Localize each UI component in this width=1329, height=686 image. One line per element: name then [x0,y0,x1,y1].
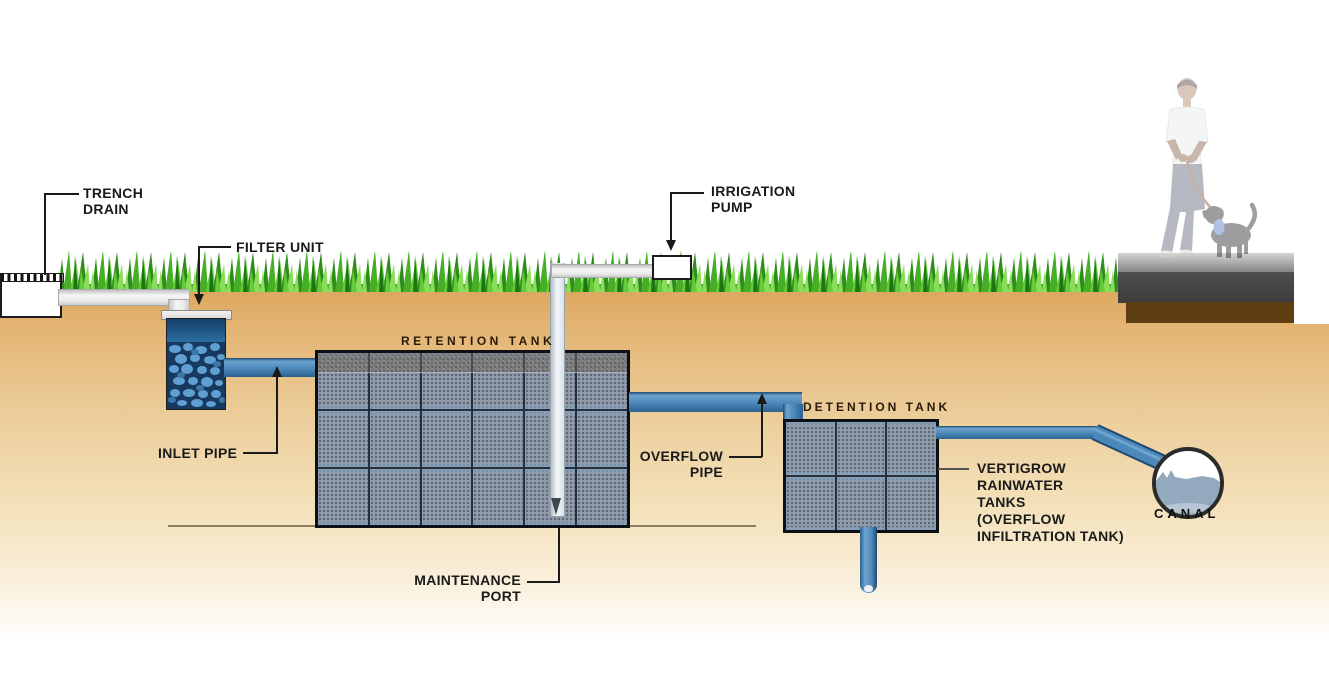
label-line: IRRIGATION [711,183,796,199]
label-line: RAINWATER [977,477,1064,493]
tank-cell [577,353,627,409]
tank-cell [369,469,420,525]
label-line: PORT [480,588,521,604]
infiltration-pipe-opening [864,585,873,592]
label-retention-tank: RETENTION TANK [401,334,556,348]
leader-maintenance-port-v [558,528,560,582]
overflow-pipe-elbow [783,404,803,422]
tank-cell [473,353,524,409]
label-line: (OVERFLOW [977,511,1066,527]
retention-tank-grid [318,353,627,525]
label-detention-tank: DETENTION TANK [803,400,951,414]
tank-cell [369,411,420,467]
man-walking-dog-photo [1158,78,1258,258]
label-line: DRAIN [83,201,129,217]
label-line: INFILTRATION TANK) [977,528,1124,544]
tank-cell [318,411,368,467]
tank-cell [786,477,835,530]
leader-trench-drain-v [44,193,46,275]
leader-trench-drain [45,193,79,195]
label-maintenance-port: MAINTENANCE PORT [399,572,521,604]
filter-unit-water [167,319,225,342]
tank-cell [369,353,420,409]
tank-cell [836,422,886,475]
maintenance-port-pipe [550,263,565,516]
arrow-filter-unit [194,294,204,305]
arrow-irrigation-pump [666,240,676,251]
irrigation-pump-illustration [652,255,692,280]
label-line: MAINTENANCE [414,572,521,588]
background-mask [1294,248,1329,324]
pavement-surface [1118,253,1295,273]
leader-vertigrow [938,468,969,470]
tank-cell [473,411,524,467]
pump-suction-pipe [551,264,656,278]
leader-irrigation-pump [671,192,704,194]
arrow-overflow-pipe [757,393,767,404]
label-vertigrow-tanks: VERTIGROW RAINWATER TANKS (OVERFLOW INFI… [977,460,1124,545]
label-inlet-pipe: INLET PIPE [158,445,238,461]
label-line: PUMP [711,199,753,215]
retention-tank-illustration [315,350,630,528]
infiltration-pipe [860,527,877,593]
trench-drain-illustration [0,277,62,318]
tank-cell [887,477,936,530]
trench-drain-grate [0,273,64,282]
overflow-pipe-illustration [629,392,802,412]
pavement-base [1118,272,1295,303]
filter-unit-illustration [166,318,226,410]
label-irrigation-pump: IRRIGATION PUMP [711,183,795,215]
tank-cell [786,422,835,475]
label-trench-drain: TRENCH DRAIN [83,185,143,217]
label-line: TRENCH [83,185,144,201]
tank-cell [421,353,472,409]
tank-cell [421,469,472,525]
pavement-subbase [1126,302,1295,323]
tank-cell [318,353,368,409]
tank-cell [421,411,472,467]
label-overflow-pipe: OVERFLOW PIPE [613,448,723,480]
tank-cell [836,477,886,530]
label-canal: CANAL [1154,506,1220,521]
label-line: PIPE [689,464,723,480]
tank-cell [577,411,627,467]
detention-tank-grid [786,422,936,530]
canal-icon [1152,447,1224,519]
leader-overflow-pipe [729,456,762,458]
leader-inlet-pipe [243,452,277,454]
tank-cell [318,469,368,525]
canal-outlet-pipe-sloped [1091,424,1171,473]
maintenance-port-arrow [551,498,561,515]
leader-overflow-pipe-v [761,402,763,457]
drain-pipe [58,289,190,306]
detention-tank-illustration [783,419,939,533]
leader-filter-unit [199,246,231,248]
leader-irrigation-pump-v [670,192,672,242]
leader-maintenance-port [527,581,560,583]
label-line: OVERFLOW [639,448,723,464]
label-line: TANKS [977,494,1026,510]
retention-tank-air-gap [318,353,627,373]
canal-outlet-pipe [936,426,1102,439]
canal-water [1156,470,1220,515]
tank-cell [473,469,524,525]
arrow-inlet-pipe [272,366,282,377]
tank-cell [577,469,627,525]
label-filter-unit: FILTER UNIT [236,239,324,255]
tank-cell [887,422,936,475]
filter-unit-gravel [167,342,225,409]
label-line: VERTIGROW [977,460,1067,476]
leader-inlet-pipe-v [276,376,278,454]
leader-filter-unit-v [198,246,200,296]
